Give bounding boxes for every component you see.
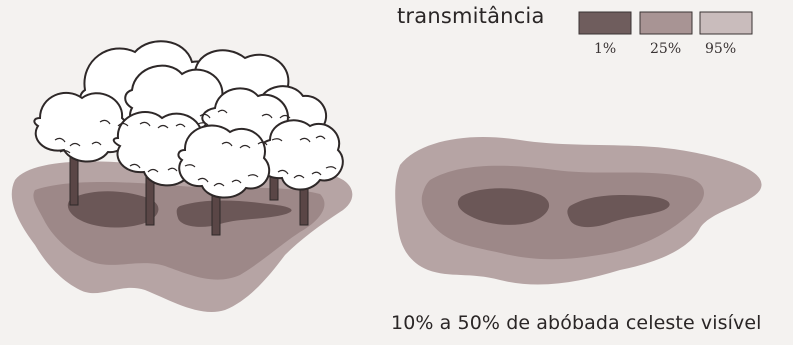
tree-canopies <box>33 40 344 199</box>
canopy <box>177 124 271 199</box>
canopy-texture <box>54 109 337 187</box>
legend-swatch-25 <box>639 11 693 35</box>
zone-1-right <box>567 195 670 228</box>
tree-shadow-area <box>11 161 353 312</box>
zone-1-left <box>457 188 550 225</box>
legend-label-25: 25% <box>650 41 682 57</box>
legend-title: transmitância <box>397 4 545 28</box>
canopy <box>33 91 130 163</box>
legend-swatch-1 <box>578 11 632 35</box>
legend-label-1: 1% <box>594 41 617 57</box>
caption: 10% a 50% de abóbada celeste visível <box>391 312 762 334</box>
shadow-dark-left <box>67 191 159 228</box>
legend-swatches <box>578 11 753 35</box>
legend-label-95: 95% <box>705 41 737 57</box>
tree-group <box>33 40 344 236</box>
legend-swatch-95 <box>699 11 753 35</box>
shadow-dark-right <box>176 200 292 227</box>
shadow-pattern <box>395 137 762 285</box>
